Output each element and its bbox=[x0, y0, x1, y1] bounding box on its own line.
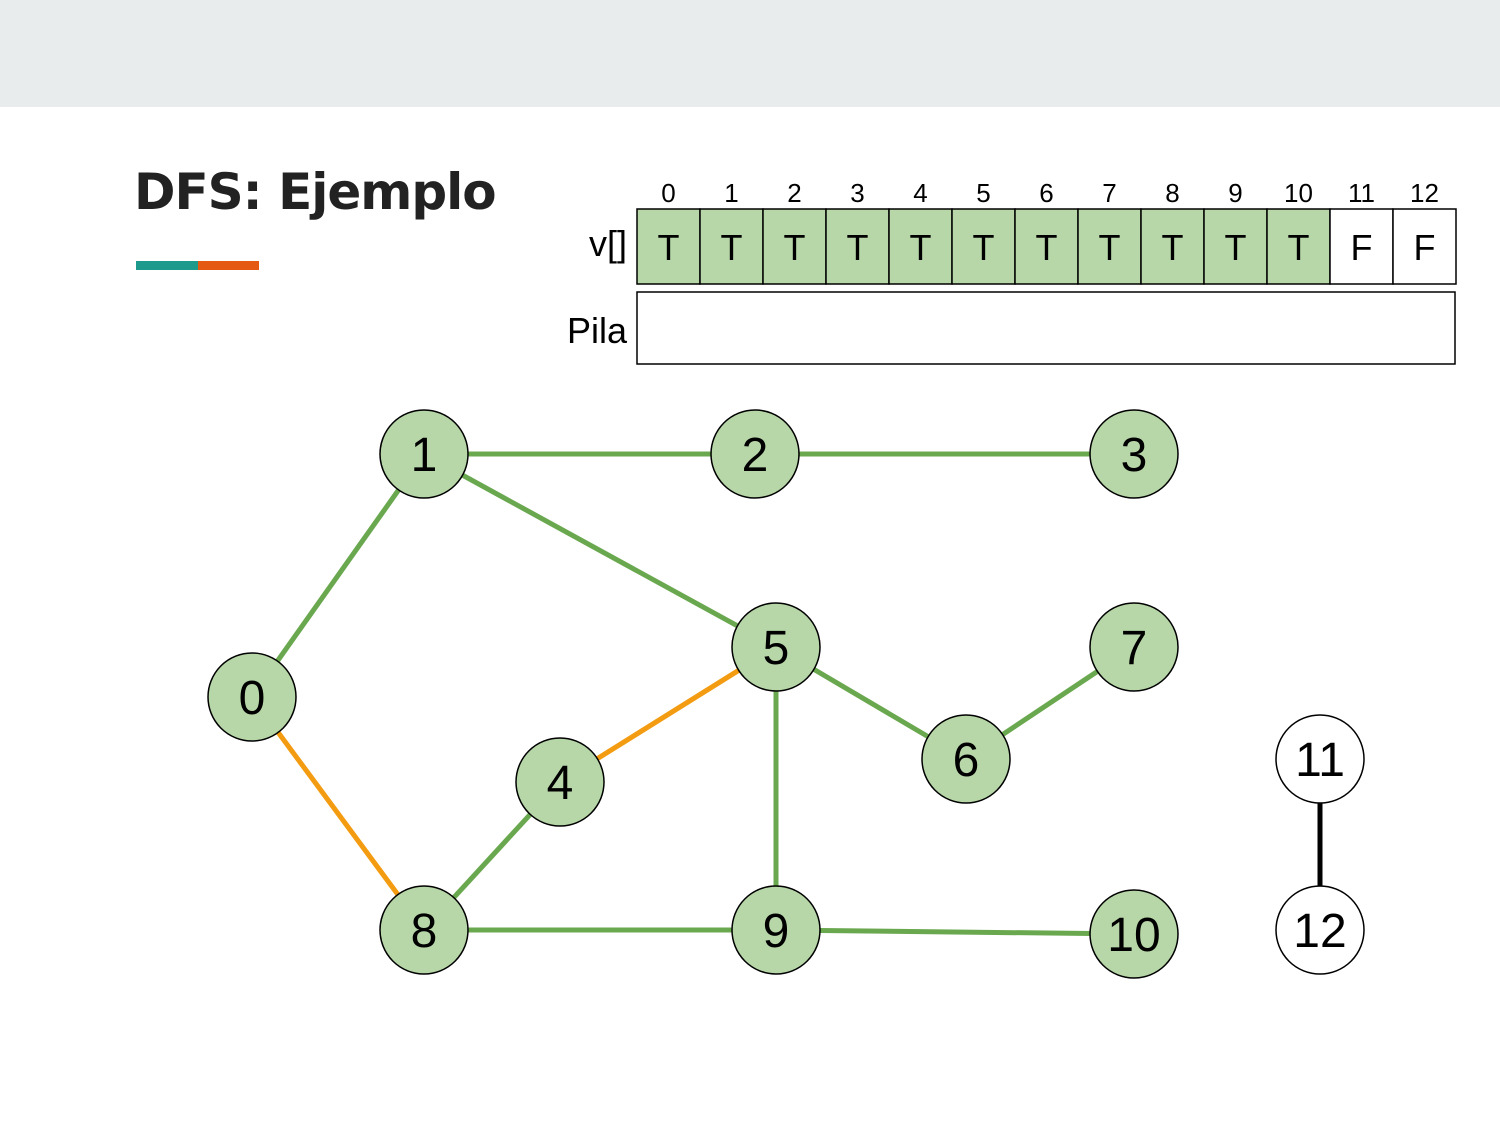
array-index-4: 4 bbox=[913, 178, 927, 208]
node-label-12: 12 bbox=[1293, 905, 1346, 958]
node-8: 8 bbox=[379, 885, 469, 975]
array-value-6: T bbox=[1036, 227, 1058, 268]
graph-edges bbox=[249, 451, 1323, 937]
array-index-12: 12 bbox=[1410, 178, 1439, 208]
header-band bbox=[0, 0, 1500, 107]
node-circle-1 bbox=[379, 409, 469, 499]
array-index-6: 6 bbox=[1039, 178, 1053, 208]
array-value-8: T bbox=[1162, 227, 1184, 268]
node-12: 12 bbox=[1275, 885, 1365, 975]
node-label-11: 11 bbox=[1295, 734, 1345, 787]
node-label-7: 7 bbox=[1121, 622, 1148, 675]
array-value-5: T bbox=[973, 227, 995, 268]
node-label-10: 10 bbox=[1107, 909, 1160, 962]
node-2: 2 bbox=[710, 409, 800, 499]
node-label-3: 3 bbox=[1121, 429, 1148, 482]
stack-label: Pila bbox=[567, 310, 628, 351]
node-label-9: 9 bbox=[763, 905, 790, 958]
array-index-8: 8 bbox=[1165, 178, 1179, 208]
array-index-0: 0 bbox=[661, 178, 675, 208]
edge-1-5 bbox=[422, 451, 778, 650]
node-5: 5 bbox=[731, 602, 821, 692]
node-label-0: 0 bbox=[239, 672, 266, 725]
node-0: 0 bbox=[207, 652, 297, 742]
edge-0-1 bbox=[249, 452, 427, 699]
array-cell-6 bbox=[1014, 208, 1079, 285]
node-label-2: 2 bbox=[742, 429, 769, 482]
array-cell-5 bbox=[951, 208, 1016, 285]
array-cell-11 bbox=[1329, 208, 1394, 285]
array-cell-9 bbox=[1203, 208, 1268, 285]
array-index-9: 9 bbox=[1228, 178, 1242, 208]
array-value-4: T bbox=[910, 227, 932, 268]
array-value-11: F bbox=[1351, 227, 1373, 268]
node-circle-8 bbox=[379, 885, 469, 975]
array-value-1: T bbox=[721, 227, 743, 268]
node-3: 3 bbox=[1089, 409, 1179, 499]
array-cell-1 bbox=[699, 208, 764, 285]
node-11: 11 bbox=[1275, 714, 1365, 804]
node-circle-5 bbox=[731, 602, 821, 692]
array-cell-2 bbox=[762, 208, 827, 285]
node-1: 1 bbox=[379, 409, 469, 499]
node-circle-12 bbox=[1275, 885, 1365, 975]
node-label-6: 6 bbox=[953, 734, 980, 787]
node-circle-9 bbox=[731, 885, 821, 975]
array-index-11: 11 bbox=[1348, 178, 1375, 208]
slide-title: DFS: Ejemplo bbox=[134, 163, 497, 221]
node-circle-4 bbox=[515, 737, 605, 827]
array-cell-4 bbox=[888, 208, 953, 285]
array-index-2: 2 bbox=[787, 178, 801, 208]
array-cell-10 bbox=[1266, 208, 1331, 285]
array-value-7: T bbox=[1099, 227, 1121, 268]
title-underline-teal bbox=[136, 261, 198, 270]
node-10: 10 bbox=[1089, 889, 1179, 979]
node-label-8: 8 bbox=[411, 905, 438, 958]
array-index-7: 7 bbox=[1102, 178, 1116, 208]
title-underline-orange bbox=[198, 261, 259, 270]
node-label-4: 4 bbox=[547, 757, 574, 810]
array-value-9: T bbox=[1225, 227, 1247, 268]
node-circle-2 bbox=[710, 409, 800, 499]
array-index-10: 10 bbox=[1284, 178, 1313, 208]
node-7: 7 bbox=[1089, 602, 1179, 692]
array-index-1: 1 bbox=[724, 178, 738, 208]
array-value-10: T bbox=[1288, 227, 1310, 268]
node-circle-3 bbox=[1089, 409, 1179, 499]
node-circle-0 bbox=[207, 652, 297, 742]
array-index-3: 3 bbox=[850, 178, 864, 208]
node-circle-7 bbox=[1089, 602, 1179, 692]
array-value-0: T bbox=[658, 227, 680, 268]
array-value-3: T bbox=[847, 227, 869, 268]
node-label-1: 1 bbox=[411, 429, 438, 482]
node-6: 6 bbox=[921, 714, 1011, 804]
array-index-5: 5 bbox=[976, 178, 990, 208]
node-circle-11 bbox=[1275, 714, 1365, 804]
array-cell-7 bbox=[1077, 208, 1142, 285]
visited-array-label: v[] bbox=[589, 223, 627, 264]
edge-0-8 bbox=[249, 695, 427, 932]
stack-box bbox=[636, 291, 1456, 365]
stack: Pila bbox=[567, 291, 1456, 365]
edge-9-10 bbox=[775, 927, 1135, 937]
node-9: 9 bbox=[731, 885, 821, 975]
array-value-12: F bbox=[1414, 227, 1436, 268]
node-circle-10 bbox=[1089, 889, 1179, 979]
node-label-5: 5 bbox=[763, 622, 790, 675]
array-value-2: T bbox=[784, 227, 806, 268]
array-cell-12 bbox=[1392, 208, 1457, 285]
node-circle-6 bbox=[921, 714, 1011, 804]
node-4: 4 bbox=[515, 737, 605, 827]
visited-array: v[] 0T 1T 2T 3T 4T 5T 6T 7T 8T 9T 10T 11F 12F bbox=[589, 178, 1457, 285]
